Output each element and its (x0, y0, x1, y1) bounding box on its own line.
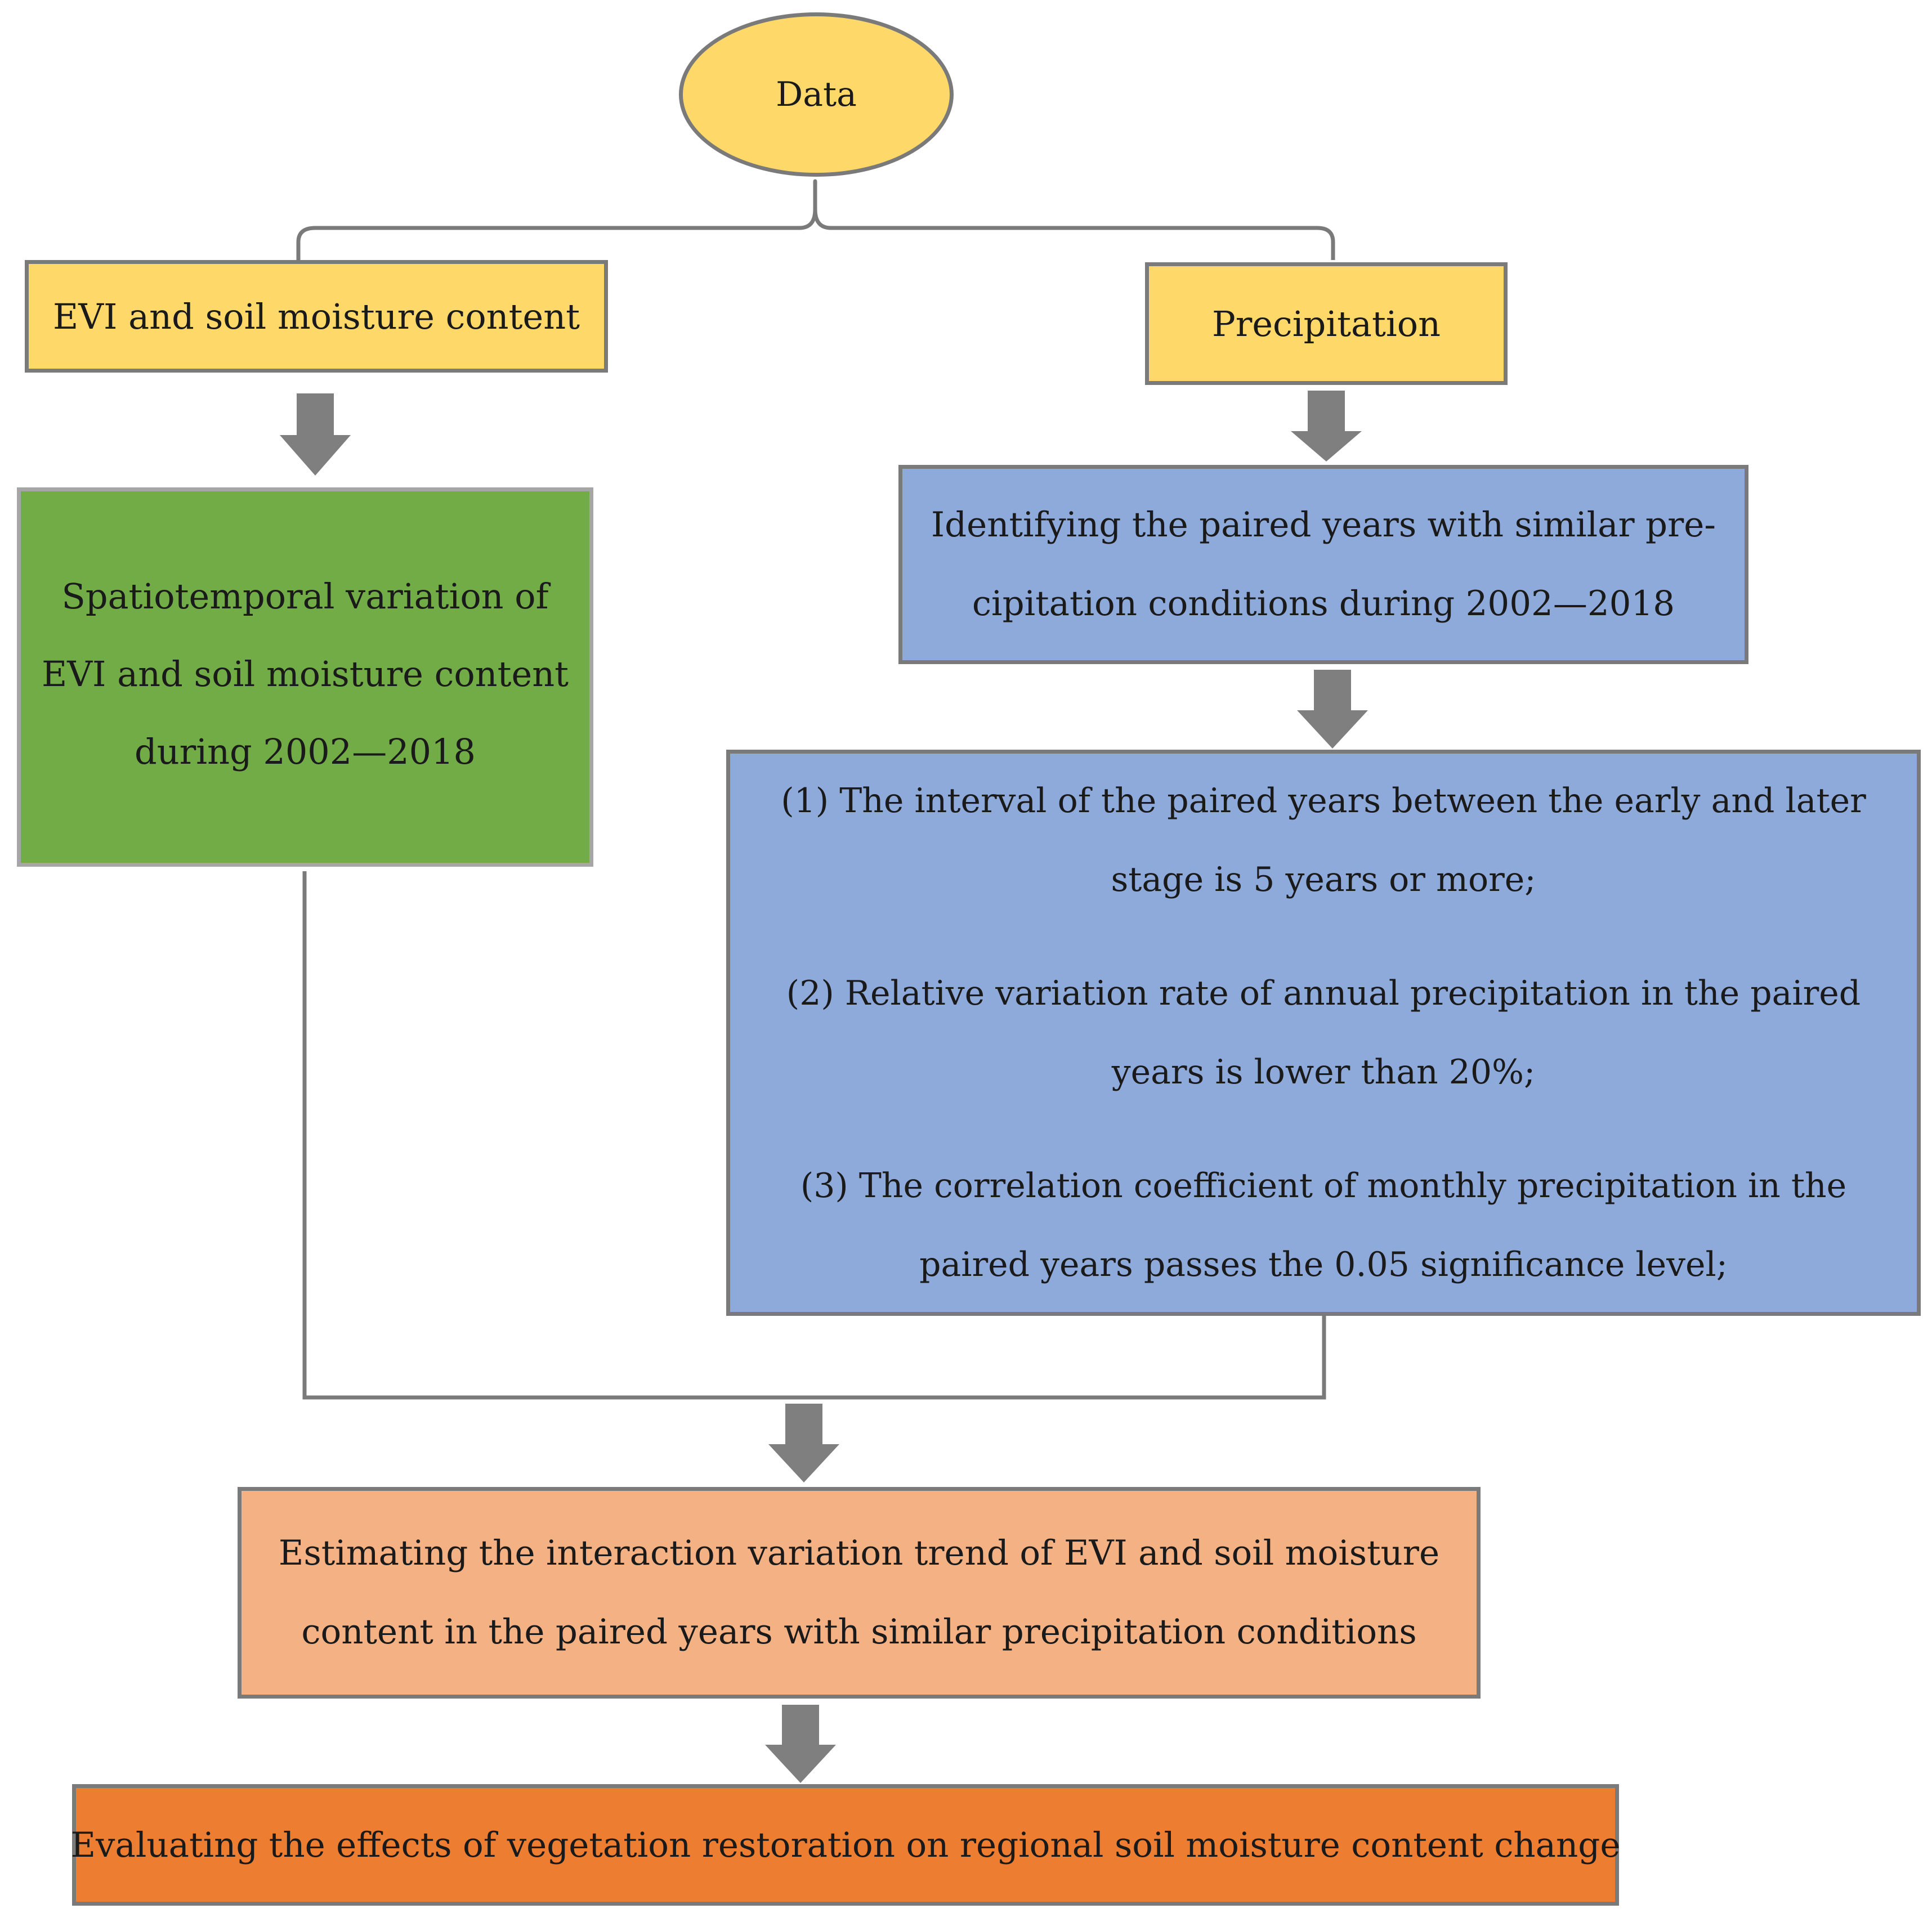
data-split-brace (296, 179, 1335, 260)
criteria-node: (1) The interval of the paired years bet… (726, 750, 1921, 1316)
identifying-line-2: cipitation conditions during 2002—2018 (972, 584, 1675, 624)
criteria-item-3: (3) The correlation coefficient of month… (800, 1146, 1846, 1304)
spatiotemporal-line-1: Spatiotemporal variation of (61, 576, 549, 617)
identifying-node: Identifying the paired years with simila… (898, 465, 1748, 664)
criteria-item-3-line-2: paired years passes the 0.05 significanc… (919, 1245, 1728, 1284)
identifying-line-1: Identifying the paired years with simila… (931, 505, 1716, 545)
criteria-item-1: (1) The interval of the paired years bet… (781, 761, 1866, 919)
criteria-item-2-line-1: (2) Relative variation rate of annual pr… (786, 974, 1861, 1013)
data-node-label: Data (776, 75, 857, 114)
estimating-line-2: content in the paired years with similar… (301, 1612, 1417, 1652)
evaluating-label: Evaluating the effects of vegetation res… (70, 1825, 1621, 1865)
criteria-item-1-line-2: stage is 5 years or more; (1111, 860, 1536, 899)
merge-line-right (805, 1316, 1326, 1400)
spatiotemporal-line-2: EVI and soil moisture content (41, 653, 569, 695)
criteria-item-2: (2) Relative variation rate of annual pr… (786, 954, 1861, 1112)
precipitation-node: Precipitation (1145, 262, 1508, 385)
precipitation-label: Precipitation (1212, 303, 1441, 344)
estimating-node: Estimating the interaction variation tre… (238, 1487, 1481, 1699)
criteria-item-2-line-2: years is lower than 20%; (1111, 1052, 1536, 1092)
spatiotemporal-line-3: during 2002—2018 (135, 731, 476, 772)
evi-soil-node: EVI and soil moisture content (25, 260, 608, 373)
spatiotemporal-node: Spatiotemporal variation of EVI and soil… (17, 487, 593, 867)
estimating-line-1: Estimating the interaction variation tre… (278, 1533, 1440, 1573)
evaluating-node: Evaluating the effects of vegetation res… (70, 1784, 1621, 1906)
criteria-item-1-line-1: (1) The interval of the paired years bet… (781, 781, 1866, 821)
data-node: Data (679, 12, 954, 177)
arrow-merge-to-estimating (768, 1404, 839, 1482)
criteria-item-3-line-1: (3) The correlation coefficient of month… (800, 1166, 1847, 1206)
merge-line-left (302, 871, 805, 1400)
arrow-identifying-to-criteria (1297, 670, 1368, 749)
arrow-evi-to-spatiotemporal (280, 393, 351, 476)
arrow-precipitation-to-identifying (1291, 391, 1362, 462)
evi-soil-label: EVI and soil moisture content (52, 295, 580, 337)
arrow-estimating-to-evaluating (765, 1705, 836, 1783)
